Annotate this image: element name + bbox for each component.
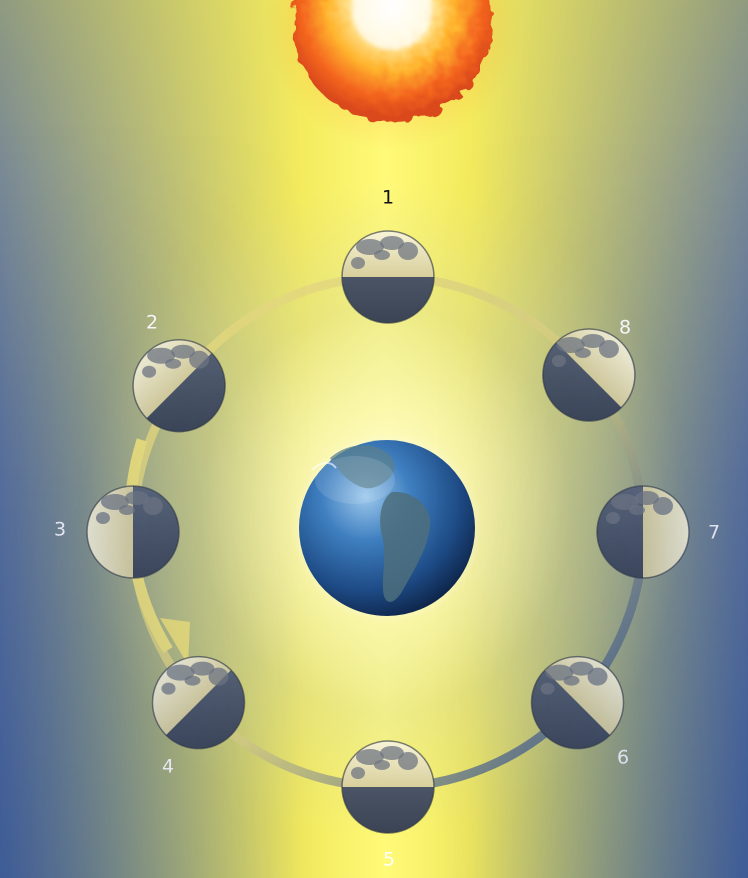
phase-label-2: 2 bbox=[145, 311, 159, 334]
moon-icon bbox=[341, 740, 435, 834]
earth-icon bbox=[292, 433, 482, 623]
phase-label-4: 4 bbox=[161, 755, 175, 778]
moon-icon bbox=[86, 485, 180, 579]
phase-label-3: 3 bbox=[53, 518, 67, 541]
moon-icon bbox=[530, 655, 625, 750]
phase-label-5: 5 bbox=[382, 848, 396, 871]
moon-icon bbox=[132, 338, 226, 433]
moon-icon bbox=[596, 485, 690, 579]
orbit-direction-arrow-icon bbox=[160, 618, 190, 665]
phase-label-8: 8 bbox=[618, 316, 632, 339]
phase-label-7: 7 bbox=[707, 521, 721, 544]
moon-icon bbox=[151, 655, 246, 750]
moon-icon bbox=[542, 328, 636, 422]
phase-label-1: 1 bbox=[381, 186, 395, 209]
phase-label-6: 6 bbox=[616, 746, 630, 769]
moon-icon bbox=[341, 230, 435, 324]
sun-icon bbox=[264, 0, 520, 150]
